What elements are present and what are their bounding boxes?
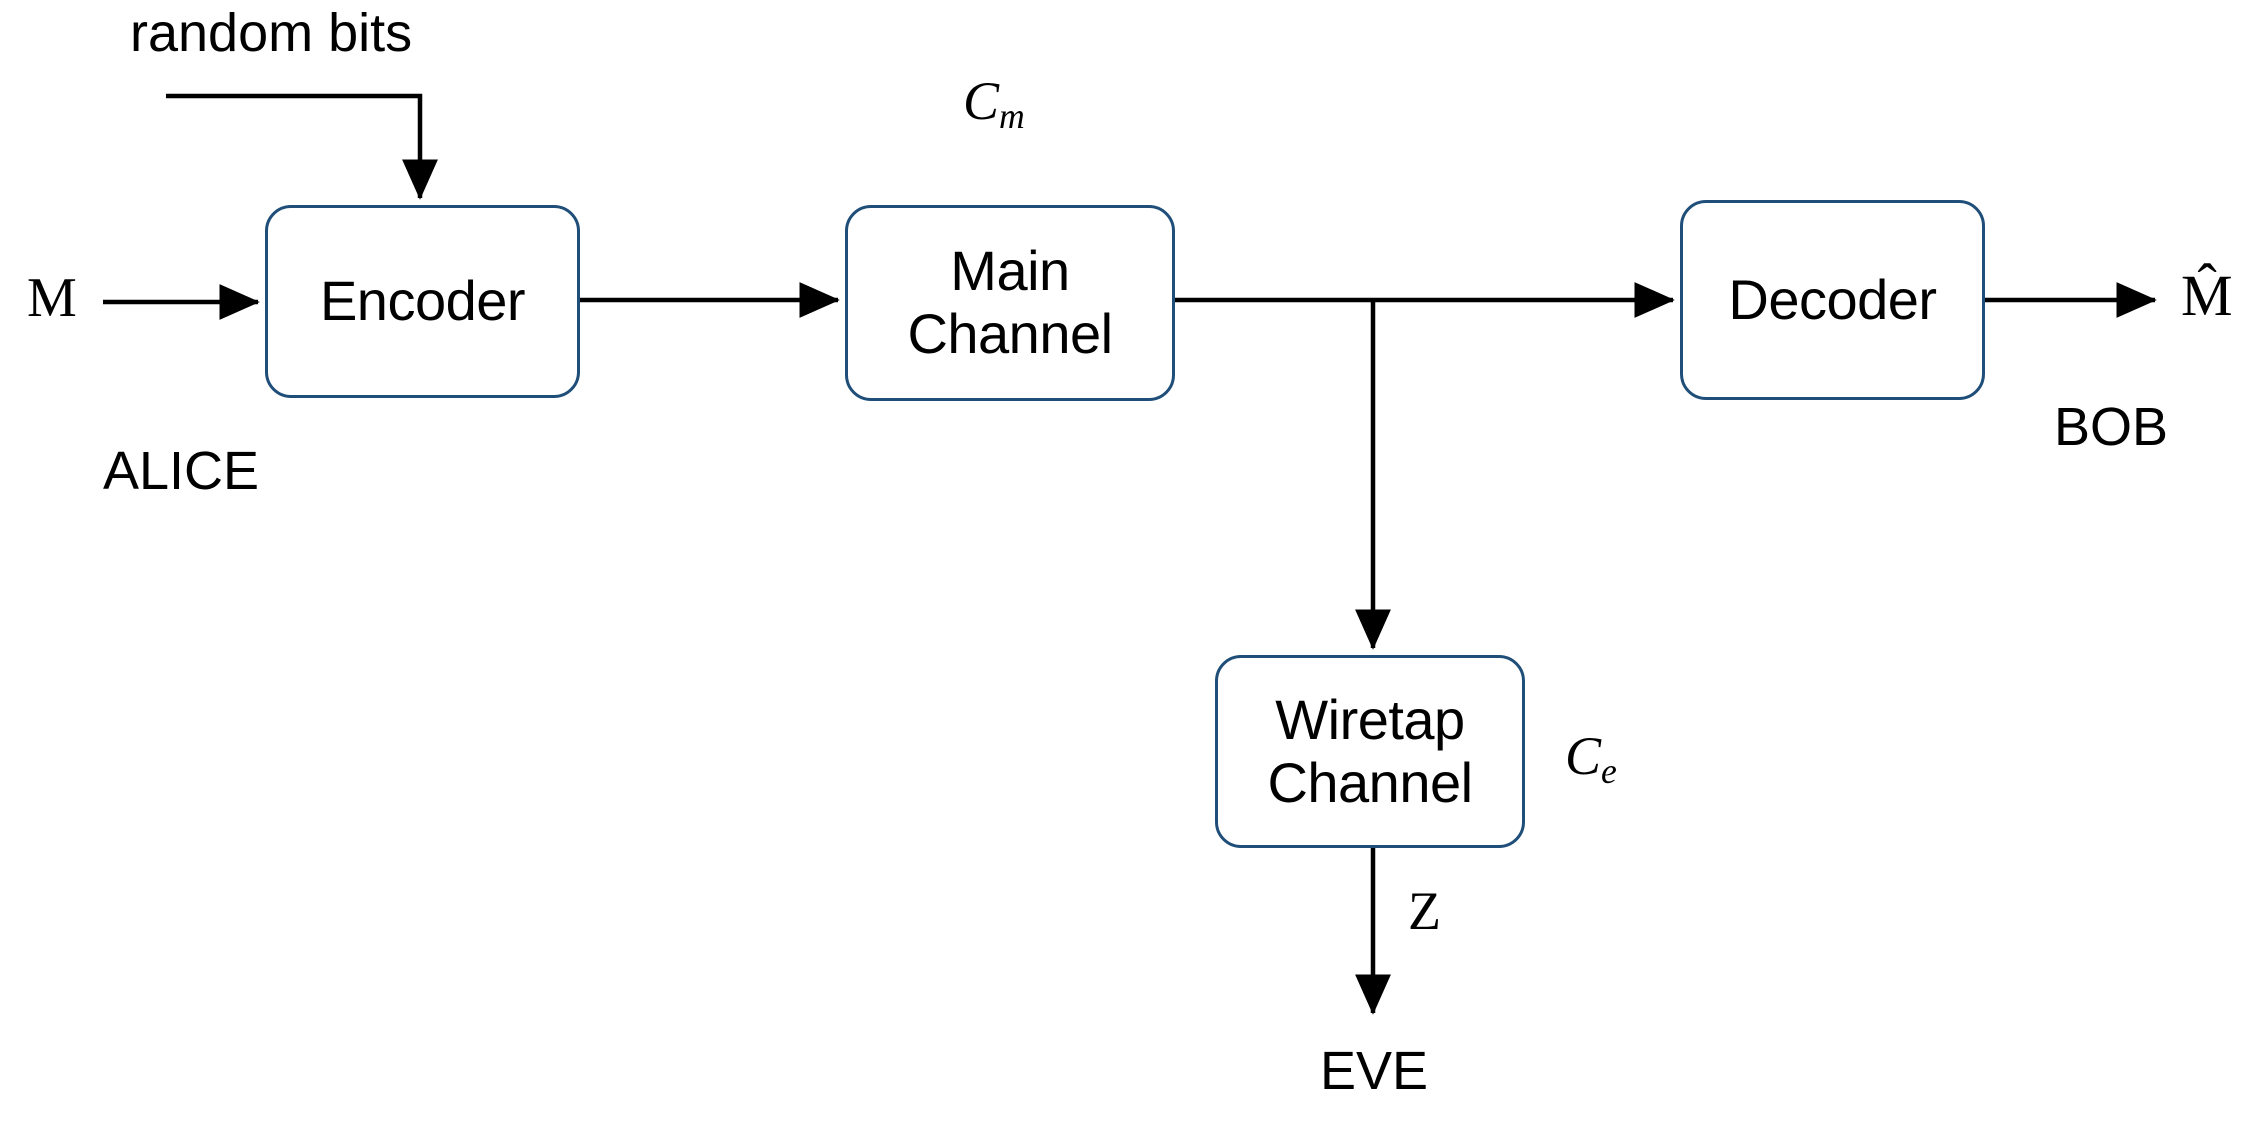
main-channel-box[interactable]: Main Channel [845, 205, 1175, 401]
capacity-sub-eve: e [1601, 751, 1617, 792]
bob-label: BOB [2054, 397, 2169, 457]
wiretap-channel-capacity-label: Ce [1565, 725, 1617, 791]
capacity-c-main: C [963, 71, 1000, 131]
decoder-label: Decoder [1728, 267, 1937, 331]
eve-observation-label: Z [1408, 881, 1441, 941]
random-bits-label: random bits [130, 3, 413, 63]
main-channel-label: Main Channel [907, 239, 1113, 365]
wiretap-channel-label: Wiretap Channel [1267, 687, 1473, 814]
message-output-label: M̂ [2181, 263, 2233, 328]
edge-random-bits-to-encoder [166, 93, 438, 200]
main-channel-capacity-label: Cm [963, 70, 1025, 136]
message-input-label: M [27, 267, 77, 329]
wiretap-channel-box[interactable]: Wiretap Channel [1215, 655, 1525, 848]
capacity-c-eve: C [1565, 726, 1602, 786]
capacity-sub-main: m [999, 96, 1025, 137]
alice-label: ALICE [103, 441, 260, 501]
encoder-box[interactable]: Encoder [265, 205, 580, 398]
decoder-box[interactable]: Decoder [1680, 200, 1985, 400]
encoder-label: Encoder [319, 269, 526, 333]
eve-label: EVE [1320, 1041, 1429, 1101]
